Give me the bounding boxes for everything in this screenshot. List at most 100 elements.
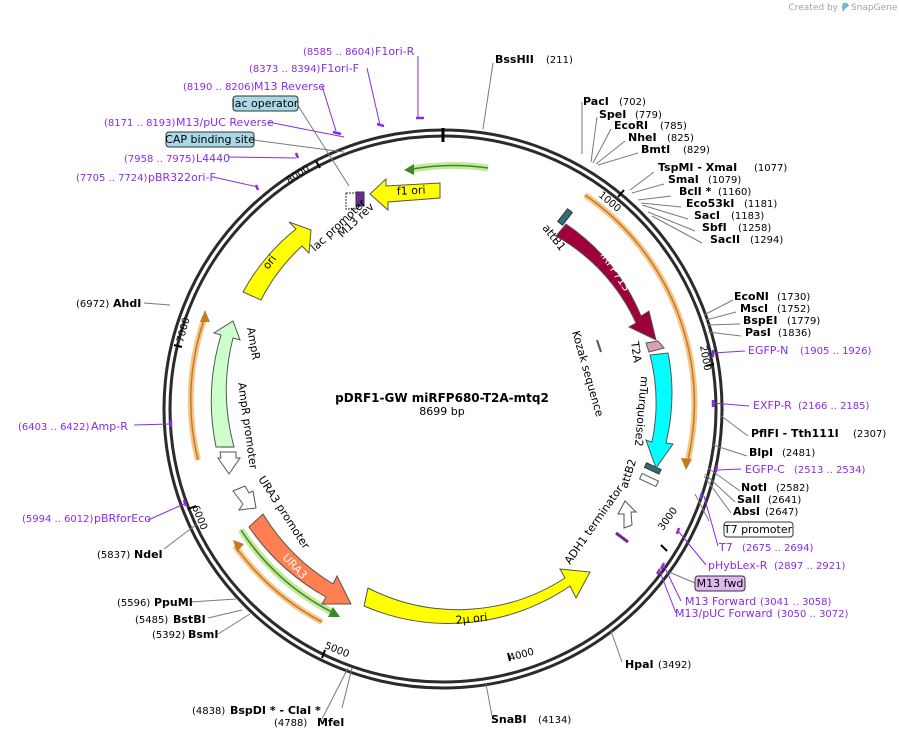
m13-fwd-box[interactable]: M13 fwd — [694, 575, 746, 592]
primer-phyblex-r-range: (2897 .. 2921) — [774, 561, 846, 572]
primer-pbrforeco[interactable]: pBRforEco — [94, 512, 151, 525]
enzyme-bspdi-clai[interactable]: BspDI * - ClaI * — [230, 704, 321, 717]
enzyme-bsmi[interactable]: BsmI — [188, 628, 219, 641]
attb2-label: attB2 — [617, 457, 639, 489]
ura3-arrow[interactable] — [248, 513, 352, 605]
enzyme-labels: BssHII (211) PacI (702) SpeI (779) EcoRI… — [76, 53, 886, 729]
ampr-promoter-label: AmpR promoter — [235, 382, 260, 471]
enzyme-sbfi[interactable]: SbfI — [702, 221, 727, 234]
enzyme-bspei-pos: (1779) — [787, 316, 820, 327]
enzyme-msci[interactable]: MscI — [740, 302, 768, 315]
primer-m13puc-forward[interactable]: M13/pUC Forward — [675, 607, 773, 620]
primer-m13-reverse-range: (8190 .. 8206) — [183, 82, 255, 93]
enzyme-blpi-pos: (2481) — [782, 448, 815, 459]
enzyme-spei-pos: (779) — [635, 110, 662, 121]
primer-pbrforeco-range: (5994 .. 6012) — [22, 514, 94, 525]
primer-pbr322ori-f[interactable]: pBR322ori-F — [148, 171, 216, 184]
enzyme-blpi[interactable]: BlpI — [749, 446, 773, 459]
primer-amp-r[interactable]: Amp-R — [91, 420, 128, 433]
f1-ori-label: f1 ori — [396, 184, 425, 198]
enzyme-pflfi-tth111i[interactable]: PflFI - Tth111I — [751, 427, 839, 440]
primer-f1ori-r[interactable]: F1ori-R — [375, 45, 415, 58]
enzyme-hpai[interactable]: HpaI — [625, 658, 654, 671]
enzyme-saci[interactable]: SacI — [694, 209, 720, 222]
primer-phyblex-r[interactable]: pHybLex-R — [708, 559, 768, 572]
ampr-arrow[interactable] — [210, 320, 241, 448]
enzyme-smai[interactable]: SmaI — [668, 173, 699, 186]
enzyme-nhei[interactable]: NheI — [628, 131, 657, 144]
adh1-terminator-mark[interactable] — [615, 500, 638, 544]
enzyme-sacii-pos: (1294) — [750, 235, 783, 246]
enzyme-mfei-pos: (4788) — [274, 718, 307, 729]
enzyme-mfei[interactable]: MfeI — [317, 716, 344, 729]
enzyme-ahdi[interactable]: AhdI — [113, 297, 141, 310]
created-by-label: Created by — [788, 3, 838, 13]
enzyme-spei[interactable]: SpeI — [599, 108, 626, 121]
primer-t7-range: (2675 .. 2694) — [742, 543, 814, 554]
irfp713-arrow[interactable] — [555, 223, 657, 341]
adh1-terminator-label: ADH1 terminator — [562, 483, 626, 567]
enzyme-ppumi-pos: (5596) — [117, 598, 150, 609]
primer-egfp-c-range: (2513 .. 2534) — [794, 465, 866, 476]
enzyme-ecori[interactable]: EcoRI — [614, 119, 648, 132]
primer-egfp-c[interactable]: EGFP-C — [745, 463, 785, 476]
t7-promoter-label: T7 promoter — [723, 523, 793, 536]
f1-ori-band[interactable] — [404, 161, 489, 175]
ura3-promoter-arrow[interactable] — [232, 485, 257, 511]
attb2-mark[interactable] — [638, 462, 662, 488]
lac-promoter-mark[interactable] — [345, 191, 365, 210]
lac-operator-box[interactable]: lac operator — [232, 95, 299, 112]
mturquoise2-arrow[interactable] — [645, 352, 674, 470]
enzyme-sbfi-pos: (1258) — [738, 223, 771, 234]
enzyme-tspmi-xmai[interactable]: TspMI - XmaI — [658, 161, 737, 174]
primer-l4440[interactable]: L4440 — [196, 152, 230, 165]
enzyme-sali-pos: (2641) — [768, 495, 801, 506]
boxed-leader-lines — [252, 103, 710, 584]
kozak-mark[interactable] — [596, 339, 602, 353]
enzyme-sali[interactable]: SalI — [737, 493, 760, 506]
enzyme-eco53ki[interactable]: Eco53kI — [686, 197, 734, 210]
ura3-orange-band — [232, 540, 324, 625]
tick-label-3000: 3000 — [656, 506, 680, 533]
primer-egfp-n[interactable]: EGFP-N — [748, 344, 788, 357]
primer-pbr322ori-f-range: (7705 .. 7724) — [76, 173, 148, 184]
primer-m13-forward-range: (3041 .. 3058) — [760, 597, 832, 608]
enzyme-bstbi[interactable]: BstBI — [173, 613, 206, 626]
enzyme-ndei[interactable]: NdeI — [134, 548, 163, 561]
enzyme-saci-pos: (1183) — [731, 211, 764, 222]
primer-exfp-r[interactable]: EXFP-R — [753, 399, 792, 412]
enzyme-noti[interactable]: NotI — [741, 481, 767, 494]
enzyme-ecori-pos: (785) — [660, 121, 687, 132]
ampr-promoter-arrow[interactable] — [217, 446, 241, 475]
enzyme-pasi[interactable]: PasI — [745, 326, 771, 339]
primer-m13-reverse[interactable]: M13 Reverse — [254, 80, 325, 93]
t7-promoter-box[interactable]: T7 promoter — [723, 521, 794, 538]
primer-amp-r-range: (6403 .. 6422) — [18, 422, 90, 433]
enzyme-ppumi[interactable]: PpuMI — [154, 596, 193, 609]
mturquoise2-label: mTurquoise2 — [632, 376, 651, 447]
t2a-mark[interactable] — [645, 340, 665, 353]
enzyme-paci[interactable]: PacI — [583, 95, 609, 108]
enzyme-econi[interactable]: EcoNI — [734, 290, 769, 303]
enzyme-bmti[interactable]: BmtI — [641, 143, 670, 156]
enzyme-noti-pos: (2582) — [776, 483, 809, 494]
primer-m13-forward[interactable]: M13 Forward — [685, 595, 756, 608]
attb1-mark[interactable] — [557, 208, 573, 226]
enzyme-bspei[interactable]: BspEI — [743, 314, 777, 327]
ori-arrow[interactable] — [242, 221, 312, 301]
enzyme-tspmi-xmai-pos: (1077) — [754, 163, 787, 174]
enzyme-bcli[interactable]: BclI * — [679, 185, 712, 198]
enzyme-bsshii[interactable]: BssHII — [495, 53, 534, 66]
primer-leader-lines — [133, 56, 750, 614]
primer-m13puc-forward-range: (3050 .. 3072) — [777, 609, 849, 620]
primer-t7[interactable]: T7 — [718, 541, 733, 554]
enzyme-sacii[interactable]: SacII — [710, 233, 740, 246]
enzyme-absi[interactable]: AbsI — [733, 505, 760, 518]
primer-m13puc-reverse[interactable]: M13/pUC Reverse — [176, 116, 274, 129]
f1-ori-arrow[interactable] — [369, 177, 441, 212]
primer-f1ori-f[interactable]: F1ori-F — [321, 62, 359, 75]
two-mu-ori-arrow[interactable] — [363, 568, 591, 624]
enzyme-snabi[interactable]: SnaBI — [491, 713, 527, 726]
cap-site-box[interactable]: CAP binding site — [165, 131, 255, 148]
